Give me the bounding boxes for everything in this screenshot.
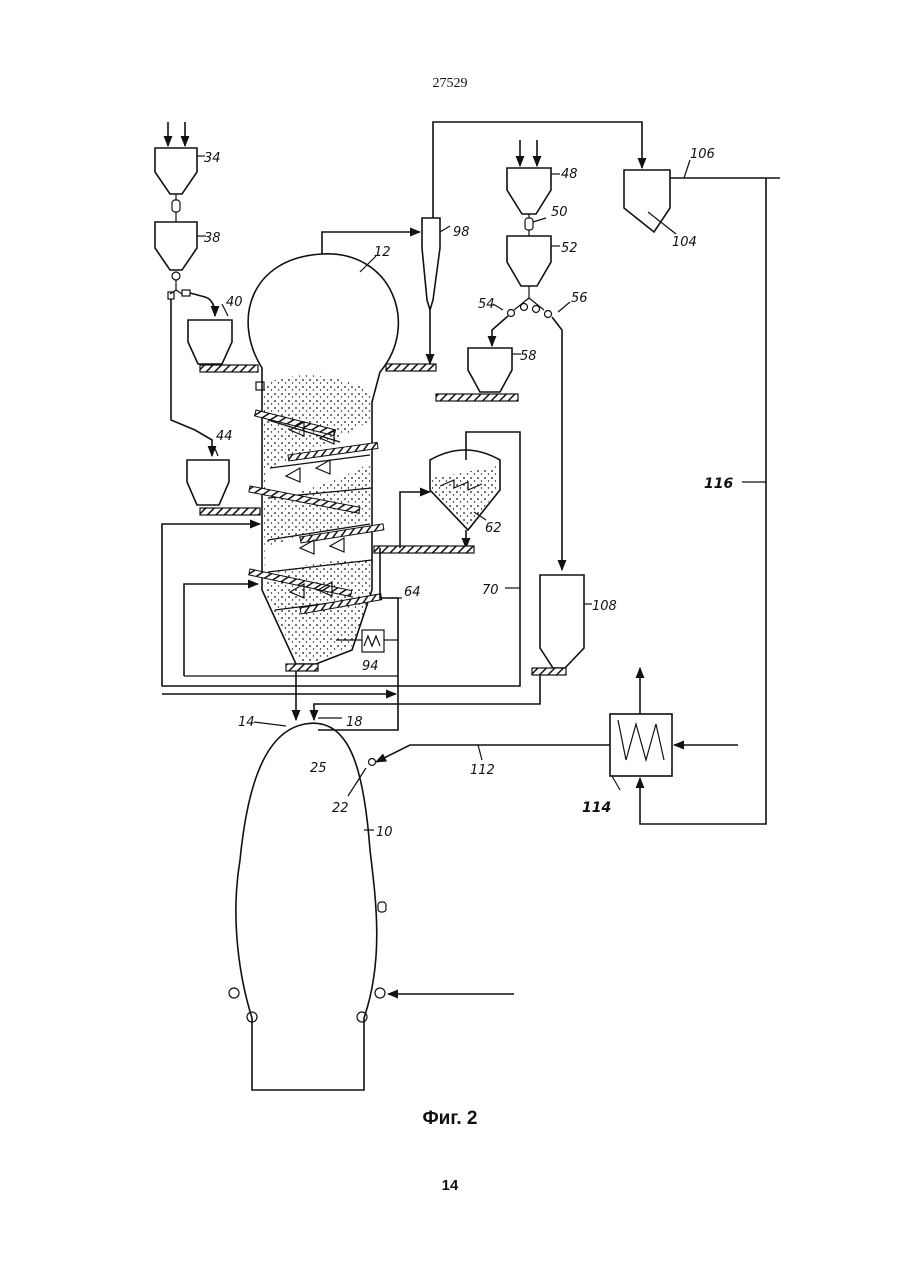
- label-56: 56: [571, 291, 588, 306]
- label-64: 64: [404, 585, 421, 600]
- hopper-52: [507, 236, 551, 298]
- hopper-34: [155, 122, 197, 222]
- hopper-48: [507, 140, 551, 214]
- heat-exchanger-114: [610, 668, 738, 776]
- label-114: 114: [582, 800, 611, 816]
- reactor-12: [248, 254, 398, 664]
- hopper-108: [532, 575, 584, 675]
- label-12: 12: [374, 245, 391, 260]
- hopper-104: [624, 170, 676, 234]
- label-44: 44: [216, 429, 233, 444]
- valve-50: [525, 214, 533, 236]
- label-70: 70: [482, 583, 499, 598]
- cyclone-98: [422, 218, 440, 364]
- label-50: 50: [551, 205, 568, 220]
- label-62: 62: [485, 521, 502, 536]
- label-112: 112: [470, 763, 495, 778]
- label-116: 116: [704, 476, 733, 492]
- hopper-58: [436, 348, 518, 401]
- hopper-40: [188, 320, 258, 372]
- label-40: 40: [226, 295, 243, 310]
- label-25: 25: [310, 761, 327, 776]
- label-98: 98: [453, 225, 470, 240]
- label-10: 10: [376, 825, 393, 840]
- label-104: 104: [672, 235, 697, 250]
- label-22: 22: [332, 801, 349, 816]
- splitter-54-56: [492, 298, 562, 570]
- figure-caption: Фиг. 2: [0, 1108, 900, 1130]
- label-18: 18: [346, 715, 363, 730]
- label-54: 54: [478, 297, 495, 312]
- hopper-38: [155, 222, 197, 299]
- label-106: 106: [690, 147, 715, 162]
- hopper-44: [187, 460, 260, 515]
- label-94: 94: [362, 659, 379, 674]
- label-52: 52: [561, 241, 578, 256]
- label-38: 38: [204, 231, 221, 246]
- label-58: 58: [520, 349, 537, 364]
- label-108: 108: [592, 599, 617, 614]
- label-48: 48: [561, 167, 578, 182]
- page-number: 14: [0, 1177, 900, 1194]
- label-14: 14: [238, 715, 255, 730]
- furnace-10: [229, 723, 514, 1090]
- label-34: 34: [204, 151, 221, 166]
